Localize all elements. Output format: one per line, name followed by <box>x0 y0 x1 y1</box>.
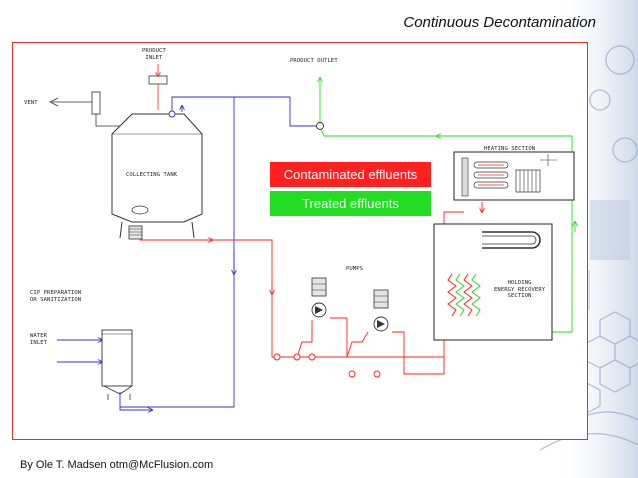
product-inlet-valve <box>148 64 168 110</box>
label-cip-preparation: CIP PREPARATION OR SANITIZATION <box>30 290 82 303</box>
label-pumps: PUMPS <box>346 266 364 272</box>
label-vent: VENT <box>24 100 38 106</box>
legend-treated: Treated effluents <box>270 191 431 216</box>
pump-1 <box>311 277 327 318</box>
blue-return-line <box>57 96 320 410</box>
footer-author: By Ole T. Madsen otm@McFlusion.com <box>20 459 214 471</box>
label-water-inlet: WATER INLET <box>30 333 48 346</box>
heating-section <box>453 151 575 201</box>
legend-contaminated: Contaminated effluents <box>270 162 431 187</box>
label-product-inlet: PRODUCT INLET <box>142 48 166 61</box>
contaminated-line <box>139 202 482 378</box>
holding-energy-recovery-section <box>433 223 553 341</box>
cip-tank <box>101 329 133 400</box>
slide-title: Continuous Decontamination <box>403 14 596 31</box>
collecting-tank <box>111 113 203 240</box>
pump-2 <box>373 289 389 332</box>
process-flow-diagram <box>49 64 588 440</box>
label-product-outlet: PRODUCT OUTLET <box>290 58 338 64</box>
label-holding-section: HOLDING ENERGY RECOVERY SECTION <box>494 280 546 299</box>
label-heating-section: HEATING SECTION <box>484 146 536 152</box>
label-collecting-tank: COLLECTING TANK <box>126 172 178 178</box>
vent-line <box>49 91 128 127</box>
